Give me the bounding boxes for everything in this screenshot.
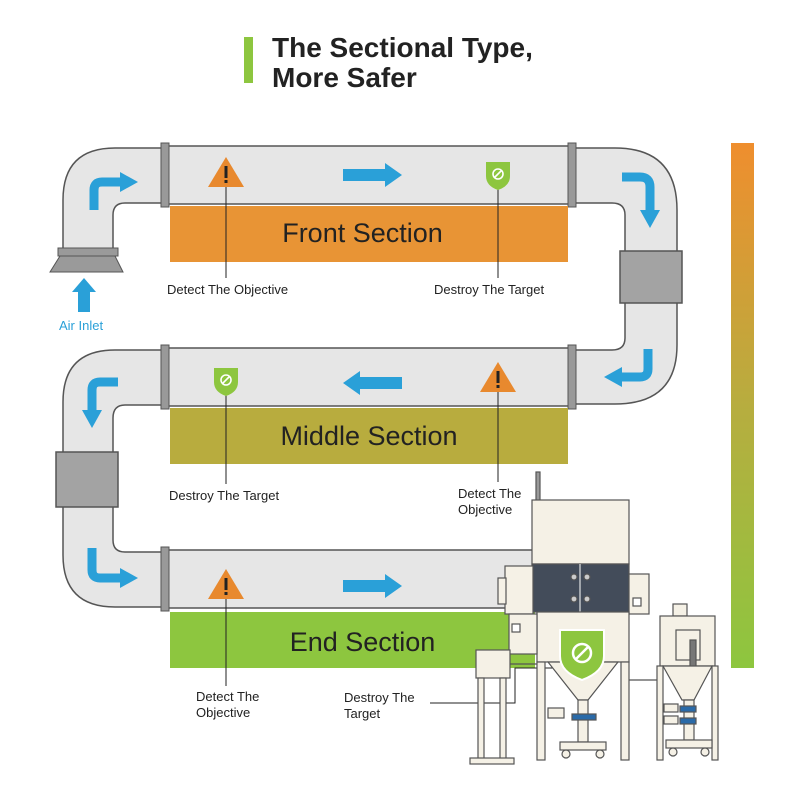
end-destroy-line-2: Target — [344, 706, 381, 721]
middle-section-label: Middle Section — [280, 421, 458, 451]
elbow-right-lower — [574, 299, 678, 405]
elbow-top-left — [62, 147, 166, 251]
elbow-top-right — [574, 147, 678, 256]
end-section-band — [170, 612, 535, 668]
flow-arrow-icon — [343, 371, 402, 395]
title-line-2: More Safer — [272, 62, 417, 93]
bend-arrows — [87, 172, 655, 583]
end-detect-line-2: Objective — [196, 705, 251, 720]
middle-detect-line-1: Detect The — [458, 486, 522, 501]
middle-destroy-label: Destroy The Target — [169, 488, 280, 503]
front-section-band — [170, 206, 568, 262]
middle-section-band — [170, 408, 568, 464]
title-accent-bar — [244, 37, 253, 83]
end-section-label: End Section — [289, 627, 436, 657]
connector-block-right — [619, 250, 683, 304]
end-detect-label: Detect The Objective — [196, 689, 259, 721]
front-section-label: Front Section — [282, 218, 443, 248]
front-detect-label: Detect The Objective — [167, 282, 289, 297]
shield-icon — [486, 162, 510, 190]
shield-icon — [214, 368, 238, 396]
title-line-1: The Sectional Type, — [272, 32, 533, 63]
air-inlet-label: Air Inlet — [59, 318, 104, 333]
flow-arrow-icon — [72, 278, 96, 312]
middle-detect-line-2: Objective — [458, 502, 513, 517]
elbow-middle-left — [62, 349, 166, 456]
elbow-bottom-left — [62, 504, 166, 608]
shield-icon — [559, 629, 605, 682]
middle-detect-label: Detect The Objective — [458, 486, 521, 518]
air-inlet-hood — [49, 255, 124, 273]
safety-gradient-bar — [731, 143, 754, 668]
end-destroy-line-1: Destroy The — [344, 690, 415, 705]
flow-arrow-icon — [343, 163, 402, 187]
shield-icons — [214, 162, 510, 396]
connector-block-left — [55, 451, 119, 508]
flow-arrow-icon — [343, 574, 402, 598]
end-detect-line-1: Detect The — [196, 689, 260, 704]
end-destroy-label: Destroy The Target — [344, 690, 415, 722]
flow-arrows — [72, 163, 402, 598]
front-destroy-label: Destroy The Target — [434, 282, 545, 297]
warning-icons — [208, 157, 516, 599]
page-title: The Sectional Type, More Safer — [272, 33, 533, 93]
